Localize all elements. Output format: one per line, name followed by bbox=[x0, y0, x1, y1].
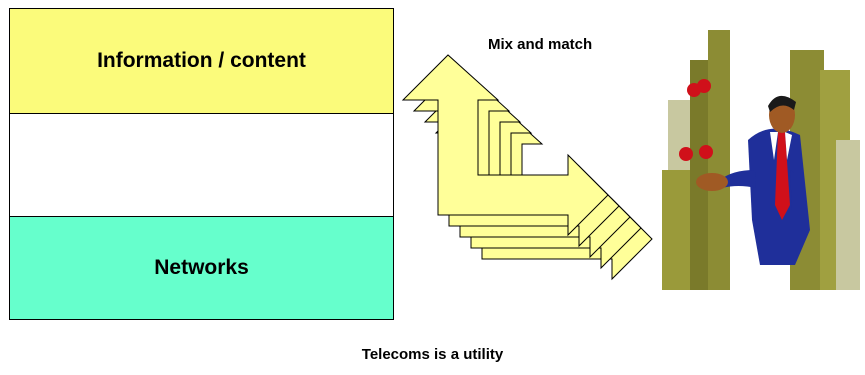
mix-arrow bbox=[401, 54, 609, 237]
juggling-balls-icon bbox=[679, 79, 713, 161]
layer-information-content: Information / content bbox=[9, 8, 394, 114]
mix-arrows-graphic bbox=[401, 54, 653, 281]
buildings-icon bbox=[662, 30, 860, 290]
layer-empty-middle bbox=[9, 113, 394, 217]
mix-and-match-label: Mix and match bbox=[488, 36, 593, 53]
caption: Telecoms is a utility bbox=[361, 346, 504, 363]
layer-label-networks: Networks bbox=[154, 256, 249, 279]
layer-networks: Networks bbox=[9, 216, 394, 320]
layer-label-information: Information / content bbox=[97, 49, 306, 72]
juggler-figure-icon bbox=[662, 30, 860, 290]
